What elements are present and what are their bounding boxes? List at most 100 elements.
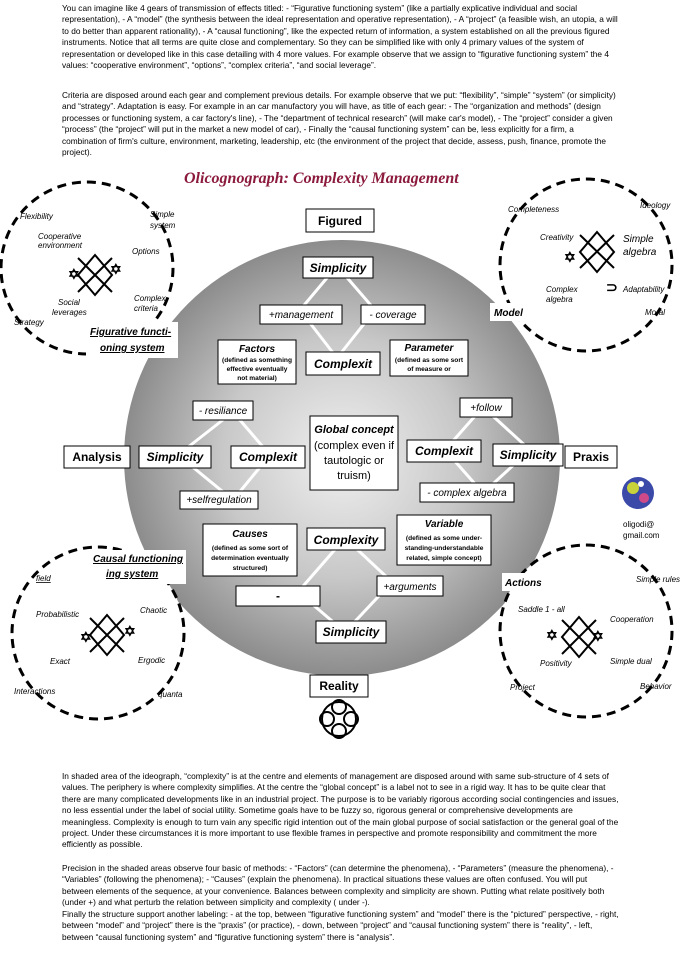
svg-text:(defined as some sort: (defined as some sort [395,357,464,364]
svg-text:system: system [150,221,176,230]
star-of-david-icon: ✡ [124,623,136,639]
svg-text:truism): truism) [337,470,371,482]
left-minus-resiliance: - resiliance [192,400,254,421]
svg-text:Simplicity: Simplicity [147,450,205,464]
svg-text:Praxis: Praxis [573,450,609,464]
svg-text:Parameter: Parameter [405,343,455,354]
svg-text:Cooperation: Cooperation [610,615,654,624]
top-plus-management: +management [259,304,343,325]
svg-text:Ergodic: Ergodic [138,656,165,665]
svg-text:Exact: Exact [50,657,71,666]
hook-icon: ⊃ [606,279,618,295]
svg-text:(defined as some sort of: (defined as some sort of [212,545,289,552]
svg-text:- complex algebra: - complex algebra [427,488,507,499]
svg-text:field: field [36,574,51,583]
svg-text:Probabilistic: Probabilistic [36,610,79,619]
star-of-david-icon: ✡ [110,261,122,277]
contact-email-line-2: gmail.com [623,531,660,540]
svg-text:- coverage: - coverage [369,310,417,321]
svg-text:Chaotic: Chaotic [140,606,167,615]
svg-text:Figured: Figured [318,214,362,228]
cross-arrows-icon [578,230,616,274]
contact-email-line-1: oligodi@ [623,520,654,529]
bottom-minus: - [235,585,321,607]
svg-text:Causal functioning: Causal functioning [93,554,183,565]
gear-figurative-labels: Flexibility Simple system Cooperative en… [14,210,178,358]
svg-text:Variable: Variable [425,519,464,530]
svg-text:Interactions: Interactions [14,687,55,696]
intro-paragraph-1: You can imagine like 4 gears of transmis… [62,3,618,71]
svg-text:Simple dual: Simple dual [610,657,652,666]
right-complexity: Complexit [406,439,482,463]
bottom-simplicity: Simplicity [315,620,387,644]
gear-model [498,177,674,353]
svg-text:Social: Social [58,298,80,307]
gear-actions-labels: Actions Simple rules Saddle 1 - all Coop… [502,573,680,692]
svg-text:Completeness: Completeness [508,205,559,214]
star-of-david-icon: ✡ [80,629,92,645]
svg-text:(defined as something: (defined as something [222,357,292,364]
left-plus-selfregulation: +selfregulation [179,490,259,510]
svg-text:(complex even if: (complex even if [314,440,395,452]
svg-text:standing-understandable: standing-understandable [405,545,484,552]
svg-text:- resiliance: - resiliance [199,406,248,417]
pole-reality: Reality [309,674,369,698]
gear-model-labels: Completeness Ideology Creativity Simple … [490,201,671,321]
svg-text:algebra: algebra [546,295,573,304]
svg-text:leverages: leverages [52,308,87,317]
svg-text:Actions: Actions [504,578,542,589]
pole-praxis: Praxis [564,445,618,469]
right-plus-follow: +follow [459,397,513,418]
right-simplicity: Simplicity [492,443,564,467]
outro-paragraph-3: Finally the structure support another la… [62,909,619,942]
svg-text:quanta: quanta [158,690,183,699]
pole-figured: Figured [305,208,375,233]
svg-text:not material): not material) [237,375,277,382]
svg-text:+selfregulation: +selfregulation [186,495,252,506]
svg-text:Positivity: Positivity [540,659,573,668]
svg-text:of measure or: of measure or [407,366,451,373]
top-simplicity: Simplicity [302,256,374,279]
svg-text:Simplicity: Simplicity [310,261,368,275]
cross-arrows-icon [560,615,598,659]
left-complexity: Complexit [230,445,306,469]
top-minus-coverage: - coverage [360,304,426,325]
svg-text:related, simple concept): related, simple concept) [406,555,481,562]
cross-arrows-icon [88,613,126,657]
svg-text:Analysis: Analysis [72,450,122,464]
bottom-plus-arguments: +arguments [376,575,444,597]
svg-text:Complex: Complex [134,294,167,303]
factors-box: Factors (defined as something effective … [217,339,297,385]
svg-text:Creativity: Creativity [540,233,574,242]
svg-text:Simple: Simple [150,210,175,219]
cross-arrows-icon [76,253,114,297]
svg-text:+management: +management [269,310,334,321]
svg-text:Simple: Simple [623,234,654,245]
svg-text:Cooperative: Cooperative [38,232,82,241]
svg-text:+follow: +follow [470,403,502,414]
star-of-david-icon: ✡ [546,627,558,643]
svg-text:structured): structured) [233,565,268,572]
causes-box: Causes (defined as some sort of determin… [202,523,298,577]
intro-paragraph-2: Criteria are disposed around each gear a… [62,90,616,158]
outro-paragraph-2: Precision in the shaded areas observe fo… [62,863,614,908]
variable-box: Variable (defined as some under- standin… [396,514,492,566]
svg-text:determination eventually: determination eventually [211,555,289,562]
outro-paragraph-1: In shaded area of the ideograph, “comple… [62,771,619,850]
svg-text:Factors: Factors [239,344,276,355]
diagram-title: Olicognograph: Complexity Management [184,170,459,187]
gear-causal-labels: Causal functioning ing system field Prob… [14,550,186,699]
svg-text:algebra: algebra [623,247,657,258]
svg-text:Flexibility: Flexibility [20,212,54,221]
star-of-david-icon: ✡ [592,628,604,644]
svg-text:Saddle 1 - all: Saddle 1 - all [518,605,565,614]
parameter-box: Parameter (defined as some sort of measu… [389,339,469,377]
svg-text:Complexit: Complexit [415,444,474,458]
svg-text:-: - [276,589,280,603]
star-of-david-icon: ✡ [68,266,80,282]
svg-text:Simplicity: Simplicity [500,448,558,462]
knot-icon [319,699,359,739]
svg-text:Ideology: Ideology [640,201,671,210]
svg-text:Reality: Reality [319,679,359,693]
